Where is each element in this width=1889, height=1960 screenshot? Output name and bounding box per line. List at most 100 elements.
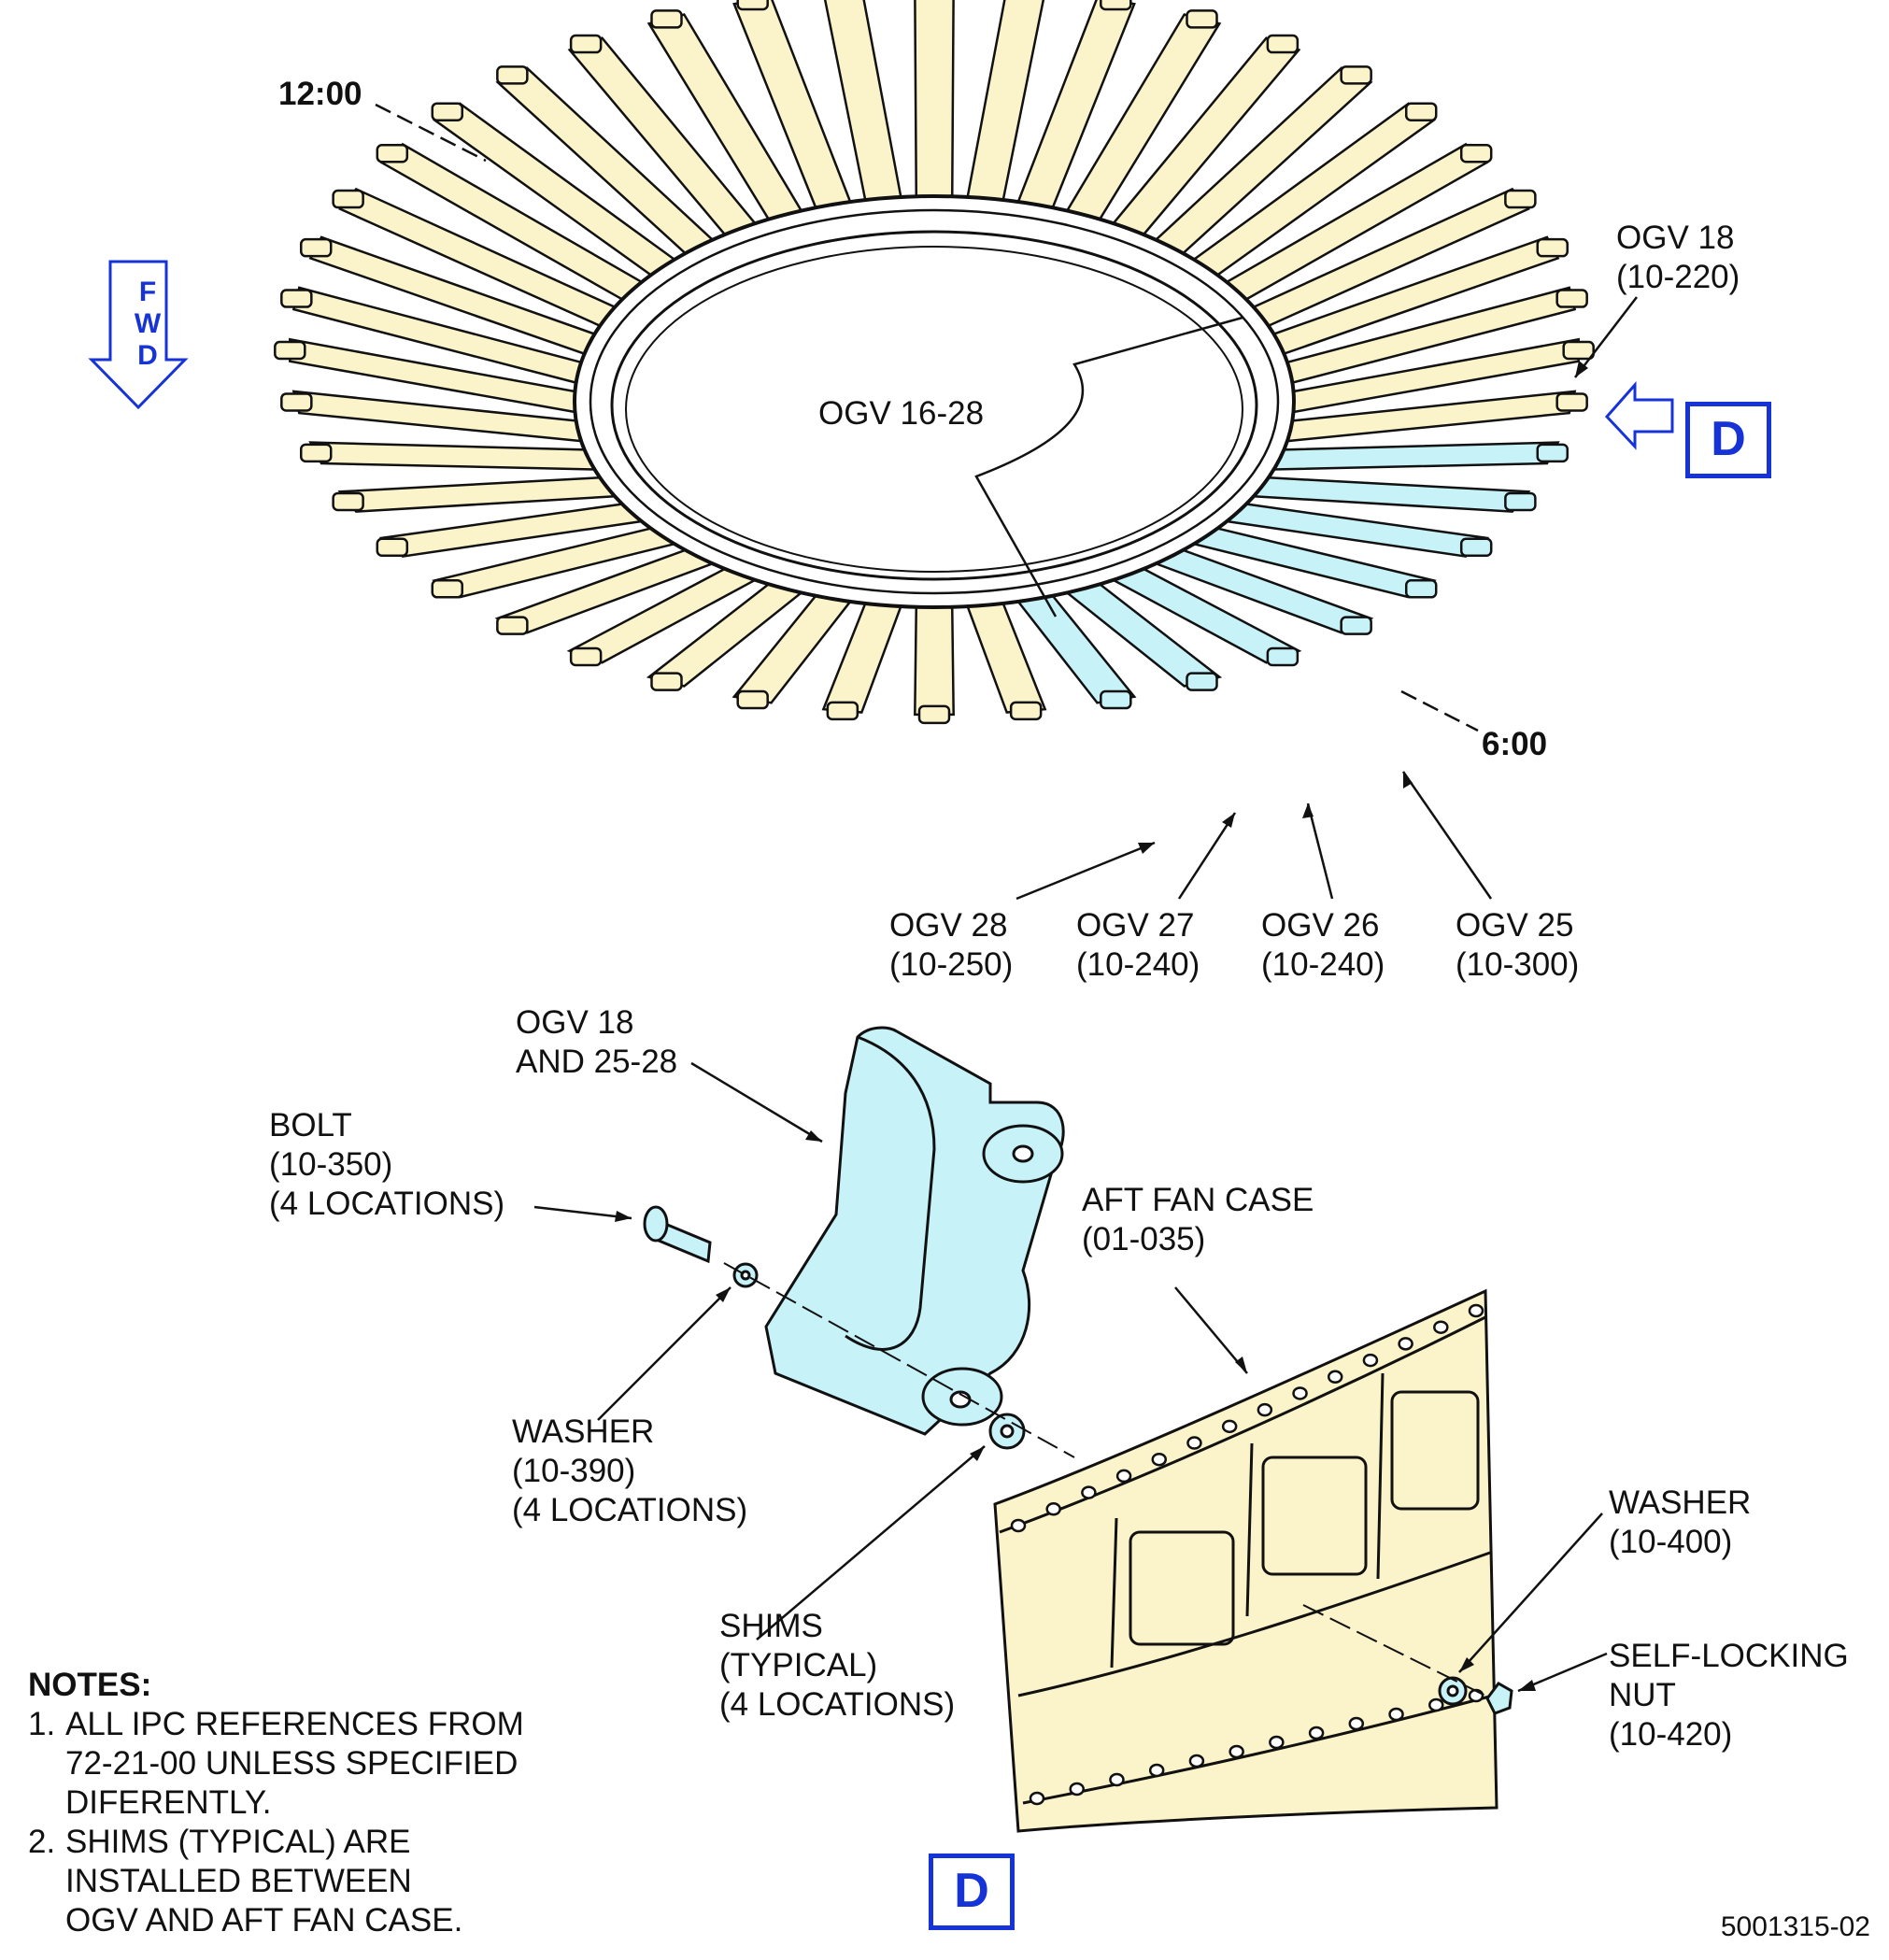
self-locking-nut-label: SELF-LOCKING NUT (10-420) (1609, 1638, 1849, 1753)
vane-mounting-flange (1100, 0, 1132, 11)
case-bolt-hole (1229, 1744, 1244, 1759)
vane-mounting-flange (1404, 579, 1438, 599)
washer-400-label: WASHER (10-400) (1609, 1484, 1752, 1560)
vane-mounting-flange (569, 34, 603, 54)
vane-mounting-flange (1536, 443, 1569, 463)
vane-mounting-flange (1459, 143, 1493, 163)
vane-mounting-flange (280, 392, 313, 412)
vane-mounting-flange (1504, 189, 1537, 209)
vane-mounting-flange (826, 701, 859, 721)
vane-mounting-flange (376, 537, 409, 558)
washer-390-label: WASHER (10-390) (4 LOCATIONS) (512, 1413, 748, 1528)
vane-mounting-flange (1504, 491, 1537, 512)
vane-mounting-flange (917, 704, 951, 725)
case-bolt-hole (1045, 1502, 1061, 1516)
fasteners (643, 1205, 1513, 1715)
case-bolt-hole (1029, 1791, 1045, 1806)
vane-mounting-flange (299, 237, 333, 258)
note-item: 2. SHIMS (TYPICAL) ARE INSTALLED BETWEEN… (28, 1823, 524, 1940)
vane-mounting-flange (569, 646, 603, 667)
case-bolt-hole (1010, 1518, 1027, 1533)
case-bolt-hole (1468, 1303, 1484, 1318)
leader-lines-upper (375, 103, 1638, 901)
vane-mounting-flange (496, 65, 529, 85)
outlet-guide-vane (337, 476, 618, 513)
case-bolt-hole (1109, 1772, 1125, 1787)
vane-mounting-flange (1562, 340, 1595, 361)
inner-ring (573, 194, 1296, 609)
note-text: ALL IPC REFERENCES FROM 72-21-00 UNLESS … (65, 1706, 524, 1821)
case-bolt-hole (1269, 1735, 1285, 1750)
case-bolt-hole (1221, 1419, 1238, 1434)
ogv-25-label: OGV 25 (10-300) (1456, 907, 1580, 983)
vane-mounting-flange (1340, 65, 1372, 85)
vane-ring (274, 0, 1595, 725)
vane-mounting-flange (431, 579, 464, 599)
case-bolt-hole (1151, 1452, 1168, 1467)
outlet-guide-vane (914, 0, 955, 198)
case-bolt-hole (1115, 1469, 1132, 1484)
vane-mounting-flange (496, 616, 529, 635)
clock-6-label: 6:00 (1482, 726, 1548, 762)
vane-mounting-flange (736, 689, 769, 710)
ogv-16-28-label: OGV 16-28 (818, 395, 985, 432)
vane-mounting-flange (332, 189, 364, 209)
case-bolt-hole (1388, 1707, 1404, 1722)
outlet-guide-vane (308, 441, 597, 471)
note-text: SHIMS (TYPICAL) ARE INSTALLED BETWEEN OG… (65, 1824, 463, 1939)
note-number: 2. (28, 1824, 56, 1860)
vane-mounting-flange (1536, 237, 1569, 258)
outlet-guide-vane (1271, 441, 1560, 471)
vane-mounting-flange (1555, 289, 1588, 308)
vane-mounting-flange (650, 672, 683, 691)
leader-arrowheads-upper (1138, 361, 1588, 854)
notes-block: NOTES: 1. ALL IPC REFERENCES FROM 72-21-… (28, 1666, 524, 1940)
case-holes (1010, 1303, 1484, 1806)
case-bolt-hole (1186, 1436, 1202, 1450)
ogv-18-25-28-label: OGV 18 AND 25-28 (516, 1004, 678, 1080)
vane-mounting-flange (274, 340, 306, 361)
vane-mounting-flange (1186, 9, 1218, 29)
ogv-26-label: OGV 26 (10-240) (1261, 907, 1385, 983)
bolt-label: BOLT (10-350) (4 LOCATIONS) (269, 1107, 505, 1222)
vane-mounting-flange (431, 102, 464, 121)
aft-fan-case-label: AFT FAN CASE (01-035) (1082, 1182, 1314, 1257)
case-bolt-hole (1188, 1754, 1205, 1768)
case-bolt-hole (1148, 1763, 1165, 1778)
clock-12-label: 12:00 (278, 76, 362, 112)
outlet-guide-vane (914, 605, 955, 717)
vane-mounting-flange (1009, 701, 1043, 721)
fwd-label: F W D (134, 277, 162, 371)
view-d-arrow (1604, 381, 1674, 450)
note-number: 1. (28, 1706, 56, 1742)
vane-mounting-flange (1100, 689, 1132, 710)
view-d-box-bottom: D (929, 1853, 1015, 1930)
vane-mounting-flange (1266, 646, 1300, 667)
notes-title: NOTES: (28, 1667, 152, 1703)
case-bolt-hole (1081, 1485, 1097, 1499)
ogv-27-label: OGV 27 (10-240) (1076, 907, 1200, 983)
vane-mounting-flange (280, 289, 313, 308)
vane-mounting-flange (736, 0, 769, 11)
vane-mounting-flange (650, 9, 683, 29)
leader-lines-lower (533, 1061, 1608, 1693)
vane-mounting-flange (1555, 392, 1588, 412)
vane-mounting-flange (1459, 537, 1493, 558)
ogv-28-label: OGV 28 (10-250) (889, 907, 1014, 983)
note-item: 1. ALL IPC REFERENCES FROM 72-21-00 UNLE… (28, 1705, 524, 1823)
detail-ogv-part (764, 1026, 1065, 1436)
case-bolt-hole (1292, 1386, 1308, 1400)
case-bolt-hole (1398, 1337, 1413, 1351)
view-d-box-top: D (1685, 402, 1771, 478)
case-bolt-hole (1433, 1320, 1449, 1334)
vane-mounting-flange (1404, 102, 1438, 121)
figure-reference: 5001315-02 (1720, 1911, 1870, 1942)
shims-label: SHIMS (TYPICAL) (4 LOCATIONS) (719, 1608, 956, 1723)
vane-mounting-flange (376, 143, 409, 163)
case-bolt-hole (1308, 1726, 1325, 1740)
vane-mounting-flange (1340, 616, 1372, 635)
ogv-18-label: OGV 18 (10-220) (1616, 220, 1740, 295)
vane-mounting-flange (332, 491, 364, 512)
vane-mounting-flange (299, 443, 333, 463)
